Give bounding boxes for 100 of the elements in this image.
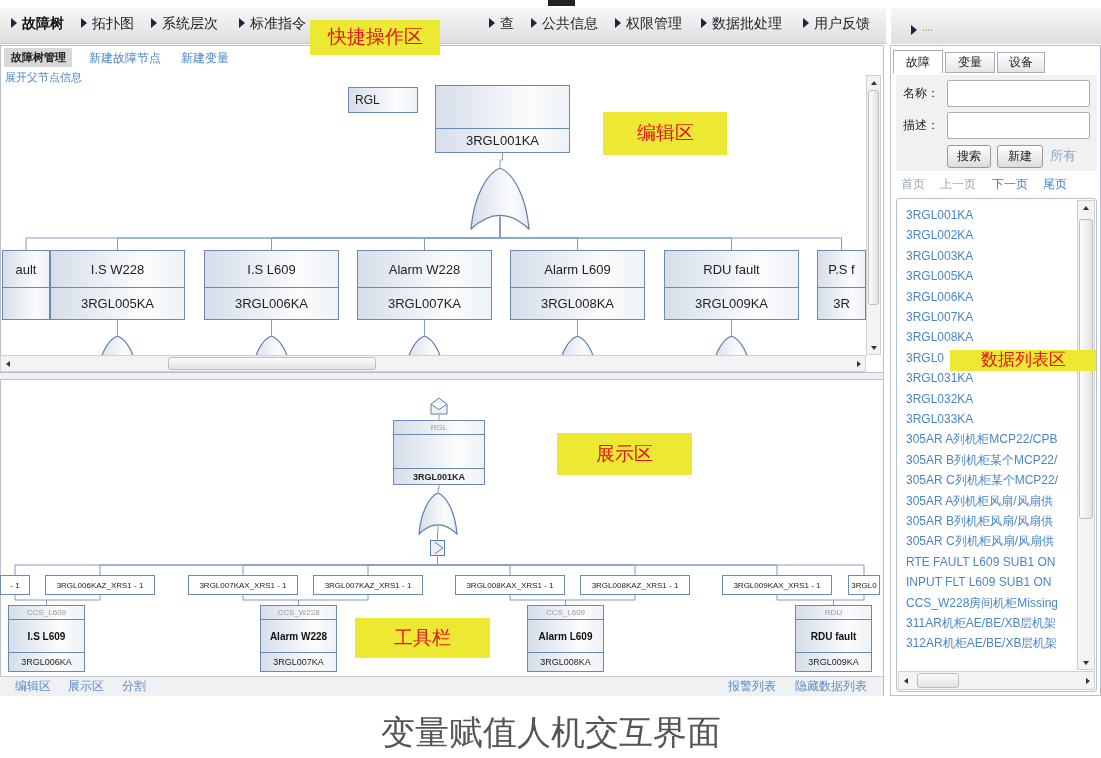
search-button: 搜索 xyxy=(947,145,991,168)
event-name: 3RGL001KA xyxy=(466,133,539,148)
event-name: - 1 xyxy=(10,580,20,590)
list-item: 3RGL005KA xyxy=(906,269,974,284)
more-indicator: .... xyxy=(922,22,934,34)
event-box xyxy=(260,605,337,672)
event-box xyxy=(393,420,485,485)
event-box xyxy=(664,250,799,320)
tab: 故障 xyxy=(893,50,943,73)
toolbar-link: 分割 xyxy=(122,679,146,694)
event-name: 3RGL008KAZ_XRS1 - 1 xyxy=(591,580,679,590)
menu-item: 标准指令 xyxy=(250,15,306,32)
list-item: 305AR A列机柜MCP22/CPB xyxy=(906,432,1058,447)
event-name: I.S L609 xyxy=(27,630,66,642)
event-name: I.S L609 xyxy=(247,261,296,277)
event-name: 3RGL009KAX_XRS1 - 1 xyxy=(733,580,821,590)
annotation-label: 工具栏 xyxy=(355,618,490,658)
transfer-symbol xyxy=(430,540,445,556)
event-name: 3RGL007KAZ_XRS1 - 1 xyxy=(324,580,412,590)
event-name: I.S W228 xyxy=(90,261,145,277)
event-box xyxy=(50,250,185,320)
event-id: 3RGL007KA xyxy=(388,296,461,311)
list-item: 312AR机柜AE/BE/XB层机架 xyxy=(906,636,1058,651)
event-name: RDU fault xyxy=(703,261,760,277)
event-id: 3RGL008KA xyxy=(541,296,614,311)
tab: 故障树管理 xyxy=(4,48,72,67)
list-item: 3RGL031KA xyxy=(906,371,974,386)
category-label: CCS_L609 xyxy=(26,608,67,617)
event-name: Alarm L609 xyxy=(538,630,593,642)
annotation-label: 展示区 xyxy=(557,433,692,475)
house-event-symbol xyxy=(430,397,448,415)
event-name: RDU fault xyxy=(810,630,857,642)
event-box xyxy=(527,605,604,672)
variable-box xyxy=(188,575,298,595)
event-box xyxy=(510,250,645,320)
link: 展开父节点信息 xyxy=(5,71,82,85)
event-box xyxy=(795,605,872,672)
event-name: P.S f xyxy=(828,261,855,277)
or-gate-symbol xyxy=(470,167,530,230)
variable-box xyxy=(0,575,30,595)
list-item: 311AR机柜AE/BE/XB层机架 xyxy=(906,616,1057,631)
variable-box xyxy=(580,575,690,595)
pagination-link: 首页 xyxy=(901,177,925,192)
list-item: 305AR A列机柜风扇/风扇供 xyxy=(906,493,1053,508)
menu-item: 故障树 xyxy=(22,15,64,32)
category-label: CCS_W228 xyxy=(277,608,320,617)
event-name: 3RGL008KAX_XRS1 - 1 xyxy=(466,580,554,590)
toolbar-link: 报警列表 xyxy=(728,679,776,694)
event-box xyxy=(2,250,50,320)
event-name: Alarm W228 xyxy=(269,630,328,642)
menu-item: 用户反馈 xyxy=(814,15,870,32)
toolbar-link: 展示区 xyxy=(68,679,104,694)
or-gate-symbol xyxy=(418,492,458,535)
connector-line xyxy=(424,319,425,336)
event-box xyxy=(204,250,339,320)
category-label: CCS_L609 xyxy=(545,608,586,617)
pagination-link: 上一页 xyxy=(940,177,976,192)
connector-line xyxy=(271,319,272,336)
list-item: 3RGL007KA xyxy=(906,310,974,325)
connector-line xyxy=(437,525,439,541)
create-button: 新建 xyxy=(997,145,1043,168)
event-id: 3RGL009KA xyxy=(808,657,859,667)
list-item: 305AR B列机柜风扇/风扇供 xyxy=(906,514,1054,529)
list-item: 3RGL0 xyxy=(906,350,945,366)
event-id: 3RGL006KA xyxy=(235,296,308,311)
event-id: 3RGL007KA xyxy=(273,657,324,667)
event-id: 3RGL005KA xyxy=(81,296,154,311)
pagination-link: 下一页 xyxy=(992,177,1028,192)
tab: 设备 xyxy=(997,52,1045,73)
caption: 变量赋值人机交互界面 xyxy=(379,712,722,753)
event-name: ault xyxy=(15,261,37,277)
event-name: 3RGL0 xyxy=(851,580,877,590)
variable-box xyxy=(455,575,565,595)
link: 新建变量 xyxy=(181,51,229,66)
link: 新建故障节点 xyxy=(89,51,161,66)
menu-item: 拓扑图 xyxy=(92,15,134,32)
event-name: 3RGL007KAX_XRS1 - 1 xyxy=(199,580,287,590)
menu-item: 公共信息 xyxy=(542,15,598,32)
variable-box xyxy=(722,575,832,595)
list-item: 3RGL008KA xyxy=(906,330,974,345)
annotation-label: 数据列表区 xyxy=(950,350,1096,371)
list-item: 305AR B列机柜某个MCP22/ xyxy=(906,452,1058,468)
event-name: Alarm W228 xyxy=(388,261,461,277)
menu-item: 系统层次 xyxy=(162,15,218,32)
event-box xyxy=(8,605,85,672)
event-name: Alarm L609 xyxy=(544,261,611,277)
link: 所有 xyxy=(1050,148,1076,164)
event-box xyxy=(435,85,570,153)
menu-item: 数据批处理 xyxy=(712,15,782,32)
list-item: 305AR C列机柜风扇/风扇供 xyxy=(906,534,1055,549)
connector-line xyxy=(731,319,732,336)
annotation-label: 快捷操作区 xyxy=(310,20,440,55)
variable-box xyxy=(313,575,423,595)
connector-line xyxy=(577,319,578,336)
list-item: 305AR C列机柜某个MCP22/ xyxy=(906,473,1059,488)
connector-line xyxy=(438,414,440,421)
event-box xyxy=(357,250,492,320)
list-item: 3RGL001KA xyxy=(906,208,974,223)
label-box xyxy=(348,87,418,113)
list-item: 3RGL032KA xyxy=(906,391,974,406)
